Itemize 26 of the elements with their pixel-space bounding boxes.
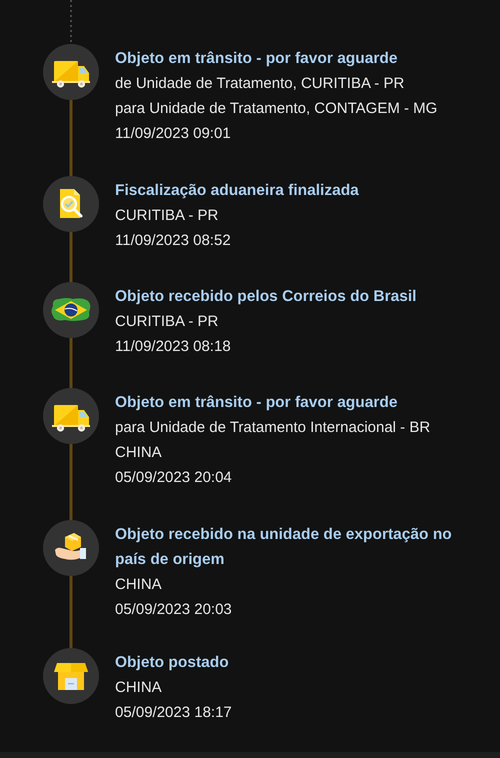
detail-text: CURITIBA - PR [115,312,220,332]
detail-text: CHINA [115,678,163,698]
date-time: 11/09/2023 08:52 [115,231,232,251]
date-time: 05/09/2023 18:17 [115,703,233,723]
detail-text: de Unidade de Tratamento, CURITIBA - PR [115,74,406,94]
timeline-line [70,100,72,176]
timeline-line [70,338,72,388]
date-time: 11/09/2023 09:01 [115,124,232,144]
status-title: Objeto em trânsito - por favor aguarde [115,49,398,69]
status-title: Objeto em trânsito - por favor aguarde [115,393,398,413]
status-title: Objeto recebido na unidade de exportação no país de origem [115,525,453,570]
timeline-line [70,232,72,282]
status-title: Objeto postado [115,653,230,673]
timeline-line [70,444,72,520]
detail-text: para Unidade de Tratamento Internacional - BR [115,418,432,438]
date-time: 05/09/2023 20:04 [115,468,233,488]
detail-text: para Unidade de Tratamento, CONTAGEM - MG [115,99,438,119]
status-title: Fiscalização aduaneira finalizada [115,181,360,201]
timeline-line [70,576,72,648]
detail-text: CHINA [115,575,163,595]
dotted-line [70,0,72,44]
date-time: 05/09/2023 20:03 [115,600,233,620]
date-time: 11/09/2023 08:18 [115,337,232,357]
status-title: Objeto recebido pelos Correios do Brasil [115,287,418,307]
detail-text: CURITIBA - PR [115,206,220,226]
detail-text: CHINA [115,443,163,463]
